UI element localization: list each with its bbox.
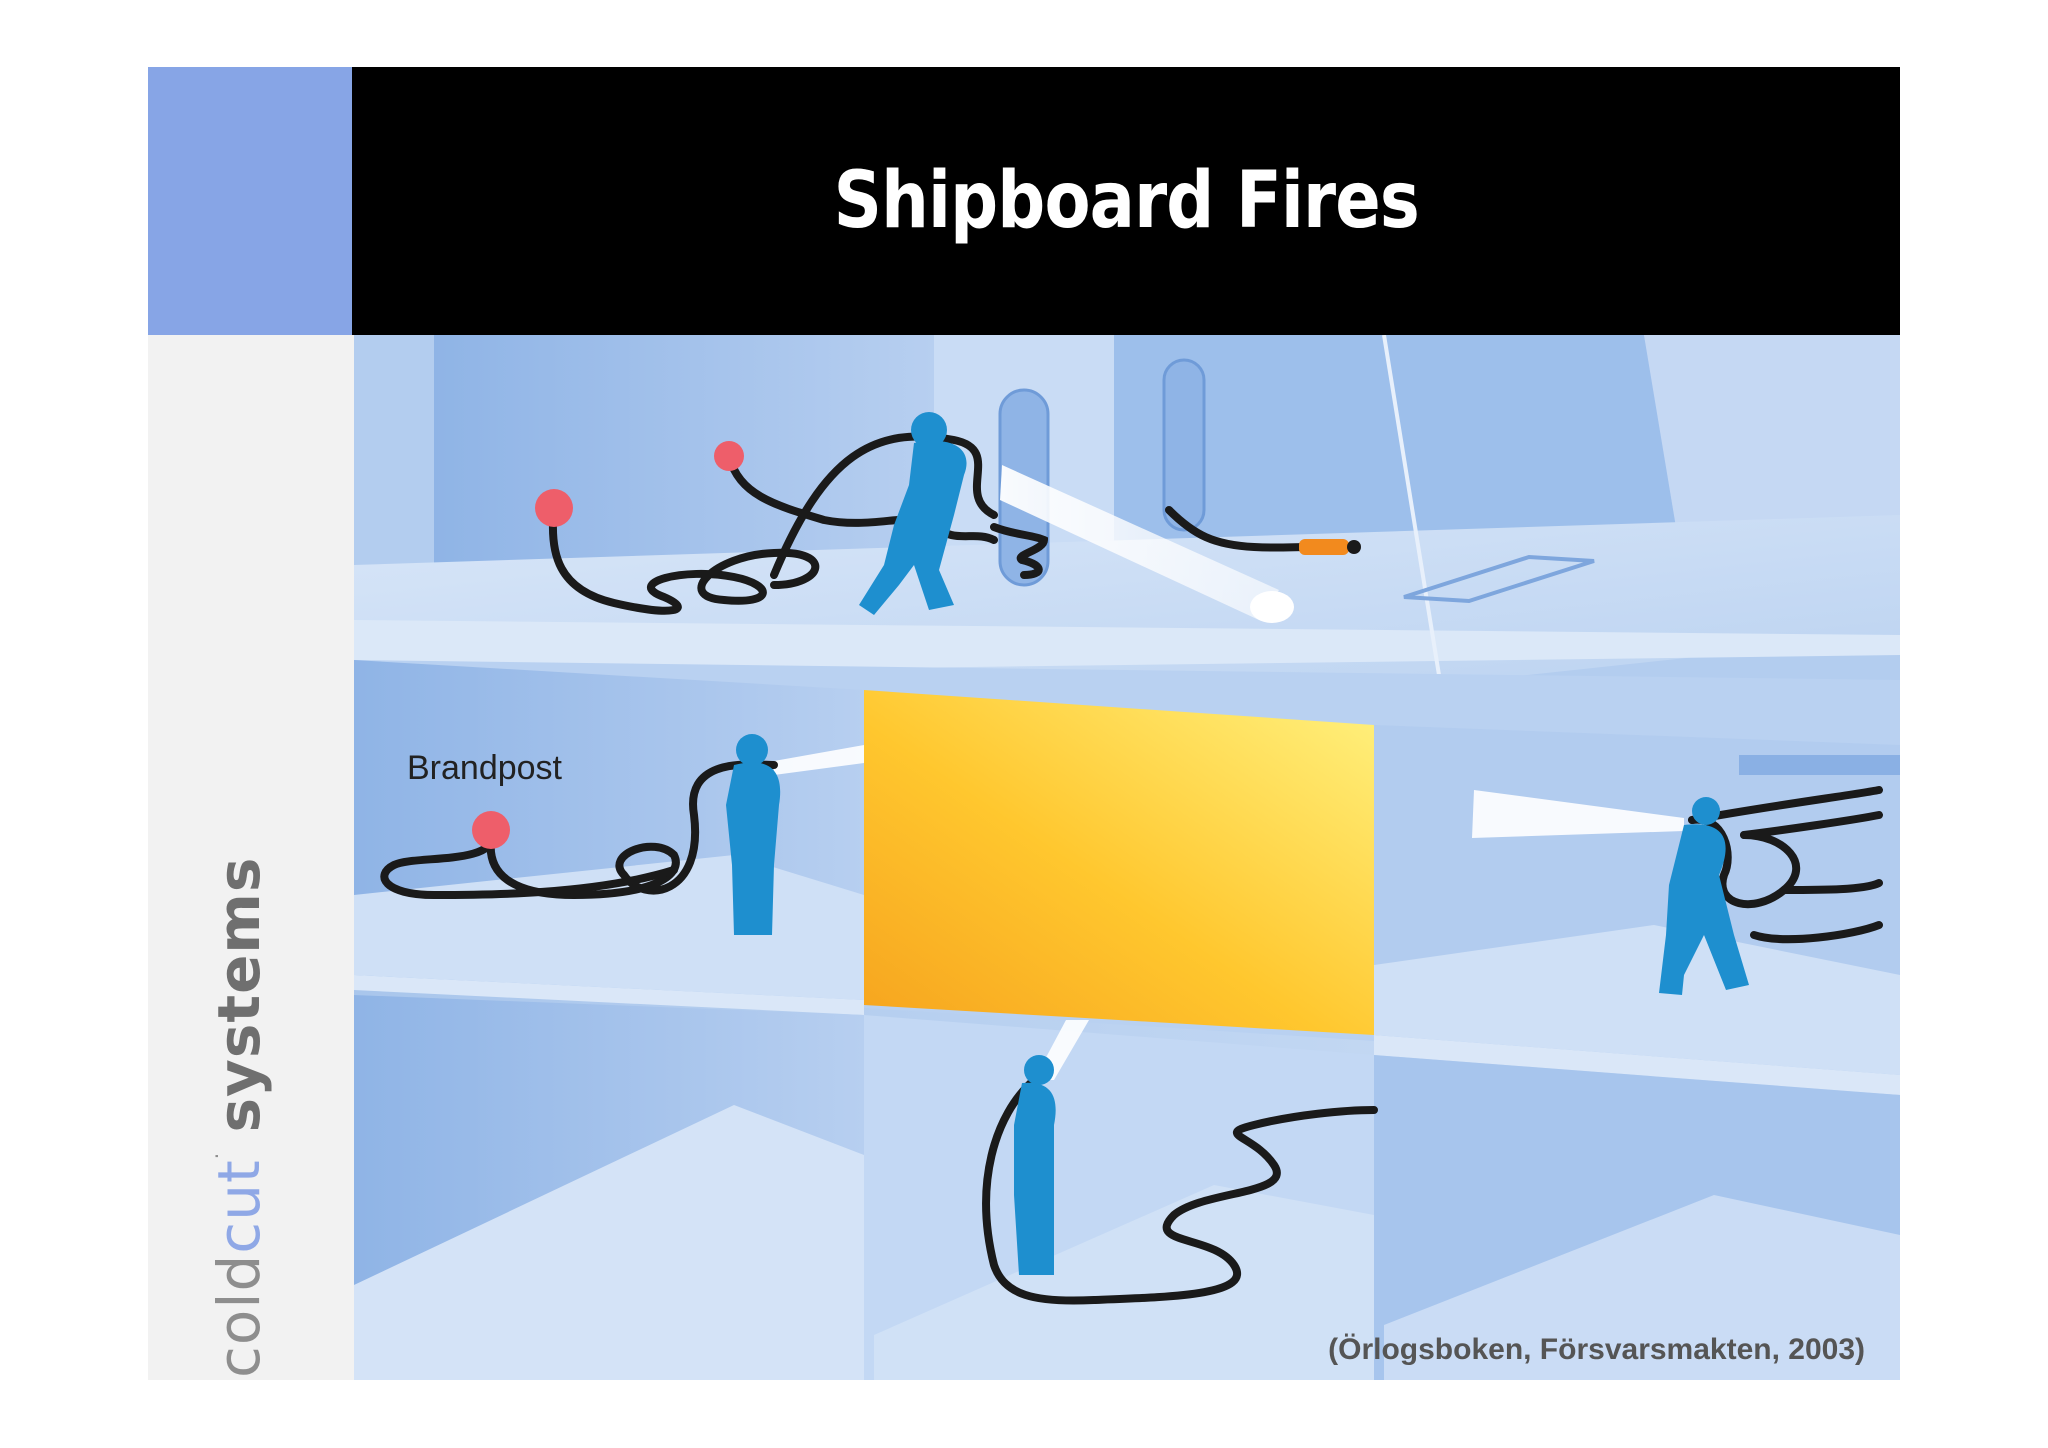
title-bar: Shipboard Fires — [352, 67, 1900, 335]
logo-word-cut: cut — [205, 1159, 273, 1254]
image-citation: (Örlogsboken, Försvarsmakten, 2003) — [1328, 1333, 1865, 1366]
hydrant-middle — [472, 811, 510, 849]
middle-floor-right — [1374, 925, 1900, 1075]
hydrant-upper-right — [714, 441, 744, 471]
lower-floor-right — [1384, 1195, 1900, 1380]
upper-divider-line — [1382, 335, 1441, 676]
hose-lower — [982, 1076, 1378, 1305]
hose-middle-left-2 — [380, 831, 678, 900]
firefighter-middle-left — [726, 734, 781, 935]
upper-deck-edge — [354, 620, 1900, 675]
hose-middle-right — [1688, 815, 1801, 909]
water-jet-upper — [1000, 465, 1279, 620]
firefighter-upper — [859, 412, 967, 615]
lower-floor-left — [354, 1105, 864, 1380]
hose-upper-1 — [548, 504, 820, 615]
logo-dot: · — [205, 1151, 229, 1160]
nozzle-body — [1299, 539, 1349, 555]
middle-floor-edge-right — [1374, 1035, 1900, 1095]
porthole-right — [1162, 358, 1206, 532]
logo-word-cold: cold — [205, 1253, 273, 1378]
side-band — [148, 335, 354, 1380]
middle-floor-edge-left — [354, 975, 864, 1015]
nozzle-tip — [1347, 540, 1361, 554]
right-ledge — [1739, 755, 1900, 775]
slide-title: Shipboard Fires — [833, 156, 1419, 246]
logo-word-systems: systems — [205, 856, 273, 1133]
firefighter-lower — [1014, 1055, 1056, 1275]
deck-hatch — [1403, 554, 1595, 604]
hydrant-upper-left — [535, 489, 573, 527]
upper-wall-right — [1114, 335, 1679, 545]
hose-middle-right-coils — [1688, 786, 1883, 944]
firefighter-middle-right — [1659, 797, 1749, 995]
hose-coil-upper — [990, 523, 1049, 579]
hose-upper-2 — [725, 452, 998, 544]
hose-group — [380, 432, 1883, 1305]
water-jet-upper-tip — [1250, 591, 1294, 623]
company-logo: coldcut· systems — [205, 857, 273, 1378]
hydrant-label: Brandpost — [407, 749, 563, 787]
lower-floor-center — [874, 1185, 1374, 1380]
ship-illustration: Brandpost (Örlogsboken, Försvarsmakten, … — [354, 335, 1900, 1380]
upper-wall-far — [1644, 335, 1900, 545]
ship-cross-section-svg: Brandpost (Örlogsboken, Försvarsmakten, … — [354, 335, 1900, 1380]
water-jet-middle-right — [1472, 790, 1684, 838]
accent-block — [148, 67, 352, 335]
hose-middle-left — [486, 760, 778, 900]
fire-compartment — [864, 690, 1374, 1035]
firefighter-group — [726, 412, 1749, 1275]
water-jet-middle-left — [774, 745, 864, 775]
